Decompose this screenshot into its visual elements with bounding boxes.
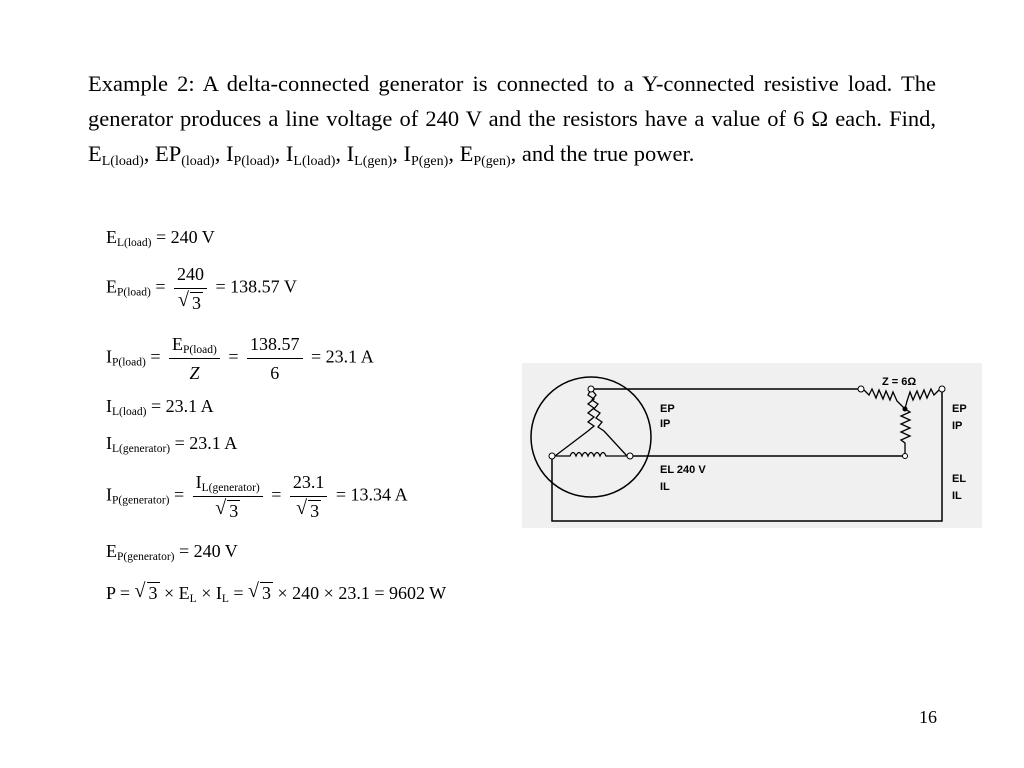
equation-phase-voltage-generator: EP(generator) = 240 V xyxy=(106,541,238,563)
label-el-240v: EL 240 V xyxy=(660,464,706,476)
load-terminal-bottom xyxy=(902,453,908,459)
load-resistor-left xyxy=(863,387,906,410)
generator-circle xyxy=(530,376,652,498)
equation-true-power: P = √3 × EL × IL = √3 × 240 × 23.1 = 960… xyxy=(106,580,447,605)
problem-statement: Example 2: A delta-connected generator i… xyxy=(88,71,936,169)
load-terminal-left xyxy=(857,385,865,393)
fraction: 23.1 √3 xyxy=(289,470,328,523)
equation-line-current-load: IL(load) = 23.1 A xyxy=(106,396,214,418)
label-right-ip: IP xyxy=(952,420,962,432)
terminal-a xyxy=(587,385,595,393)
label-left-ep: EP xyxy=(660,403,675,415)
fraction: 138.57 6 xyxy=(247,332,303,385)
page-number: 16 xyxy=(919,707,937,727)
load-resistor-right xyxy=(904,387,940,410)
impedance-label: Z = 6Ω xyxy=(882,376,916,388)
label-right-el: EL xyxy=(952,473,966,485)
label-right-il: IL xyxy=(952,490,962,502)
fraction: 240 √3 xyxy=(174,262,208,315)
equation-phase-current-load: IP(load) = EP(load) Z = 138.57 6 = 23.1 … xyxy=(106,332,374,385)
delta-coil-left xyxy=(554,388,596,457)
delta-wye-circuit-diagram: Z = 6Ω EP IP EP IP EL 240 V IL EL IL xyxy=(522,363,982,528)
label-left-ip: IP xyxy=(660,418,670,430)
equation-line-current-generator: IL(generator) = 23.1 A xyxy=(106,433,238,455)
label-il: IL xyxy=(660,481,670,493)
terminal-b xyxy=(548,452,556,460)
load-resistor-bottom xyxy=(899,408,912,456)
terminal-c xyxy=(626,452,634,460)
load-terminal-right xyxy=(938,385,946,393)
fraction: IL(generator) √3 xyxy=(192,470,263,523)
wye-neutral-point xyxy=(902,406,908,412)
label-right-ep: EP xyxy=(952,403,967,415)
fraction: EP(load) Z xyxy=(169,332,220,385)
delta-coil-bottom xyxy=(555,451,627,458)
line-wire-bottom xyxy=(551,391,943,522)
delta-coil-right xyxy=(590,388,628,457)
equation-line-voltage-load: EL(load) = 240 V xyxy=(106,227,215,249)
equation-phase-voltage-load: EP(load) = 240 √3 = 138.57 V xyxy=(106,262,297,315)
equation-phase-current-generator: IP(generator) = IL(generator) √3 = 23.1 … xyxy=(106,470,408,523)
